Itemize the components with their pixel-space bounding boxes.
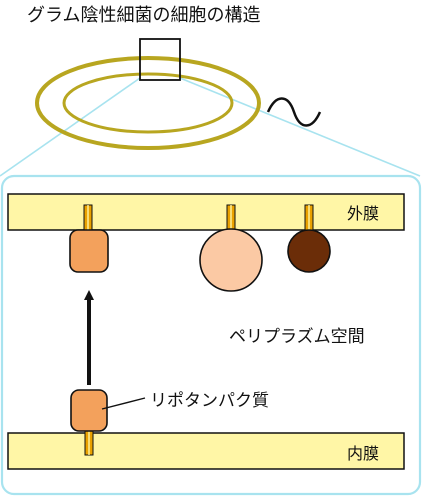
- outer-anchor-1: [83, 204, 93, 231]
- zoom-line-right: [179, 77, 421, 177]
- outer-membrane-band: [7, 193, 405, 231]
- outer-membrane-ring: [35, 56, 261, 150]
- zoom-line-left: [0, 77, 141, 177]
- inner-membrane-band: [7, 432, 405, 470]
- dark-protein: [287, 229, 331, 273]
- zoom-box: [139, 38, 181, 81]
- outer-anchor-2: [226, 204, 236, 231]
- flagellum-icon: [266, 97, 322, 127]
- inner-membrane-label: 内膜: [347, 444, 379, 463]
- inner-anchor: [84, 430, 94, 456]
- periplasm-label: ペリプラズム空間: [229, 327, 365, 347]
- outer-anchor-3: [304, 204, 314, 231]
- lipoprotein-callout-line: [101, 397, 146, 410]
- inner-membrane-ring: [62, 72, 234, 134]
- diagram-title: グラム陰性細菌の細胞の構造: [27, 5, 260, 26]
- lipoprotein-outer: [69, 229, 109, 273]
- outer-membrane-label: 外膜: [347, 204, 379, 223]
- lipoprotein-label: リポタンパク質: [150, 391, 269, 411]
- light-protein: [199, 228, 263, 292]
- lipoprotein-inner: [70, 389, 108, 432]
